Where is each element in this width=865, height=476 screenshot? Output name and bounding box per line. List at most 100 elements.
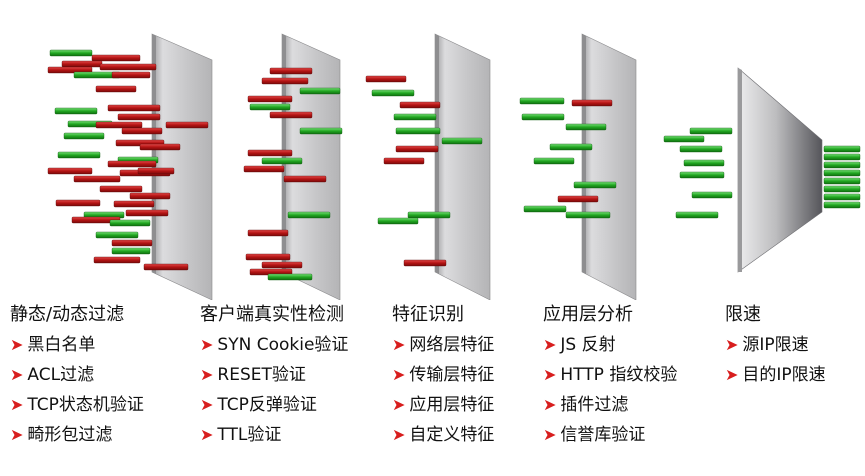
stage-item-tcp-rebound: ➤TCP反弹验证 <box>200 390 348 420</box>
malicious-packet-bar <box>125 209 169 217</box>
arrow-icon: ➤ <box>10 395 24 414</box>
arrow-icon: ➤ <box>725 365 739 384</box>
arrow-icon: ➤ <box>392 335 406 354</box>
malicious-packet-bar <box>47 66 93 74</box>
arrow-icon: ➤ <box>10 425 24 444</box>
item-label: TTL验证 <box>217 425 282 445</box>
filter-panel-1 <box>151 33 213 300</box>
legit-packet-bar <box>549 143 593 151</box>
malicious-packet-bar <box>91 54 141 62</box>
legit-packet-bar <box>95 231 139 239</box>
malicious-packet-bar <box>571 99 613 107</box>
stage-title: 静态/动态过滤 <box>10 304 125 325</box>
arrow-icon: ➤ <box>200 335 214 354</box>
malicious-packet-bar <box>47 167 93 175</box>
item-label: TCP状态机验证 <box>27 395 144 415</box>
stage-item-reputation: ➤信誉库验证 <box>543 420 677 450</box>
malicious-packet-bar <box>99 185 143 193</box>
rate-limit-funnel <box>737 67 823 273</box>
stage-title: 客户端真实性检测 <box>200 304 344 325</box>
filter-panel-4 <box>581 33 637 300</box>
legit-packet-bar <box>371 89 415 97</box>
malicious-packet-bar <box>365 75 407 83</box>
filter-panel-4-edge <box>582 34 586 274</box>
item-label: 信誉库验证 <box>560 425 646 445</box>
arrow-icon: ➤ <box>200 365 214 384</box>
legit-packet-bar <box>441 137 483 145</box>
malicious-packet-bar <box>283 175 327 183</box>
legit-packet-bar <box>689 127 733 135</box>
arrow-icon: ➤ <box>392 425 406 444</box>
arrow-icon: ➤ <box>10 365 24 384</box>
legit-packet-bar <box>565 211 611 219</box>
malicious-packet-bar <box>395 145 439 153</box>
malicious-packet-bar <box>107 160 157 168</box>
malicious-packet-bar <box>95 121 143 129</box>
legit-packet-bar <box>823 201 861 209</box>
stage-item-blacklist: ➤黑白名单 <box>10 330 144 360</box>
legit-packet-bar <box>691 191 733 199</box>
malicious-packet-bar <box>165 121 209 129</box>
rate-limit-funnel-edge <box>738 68 742 272</box>
legit-packet-bar <box>533 157 575 165</box>
stage-client-authenticity: 客户端真实性检测 ➤SYN Cookie验证 ➤RESET验证 ➤TCP反弹验证… <box>200 300 348 450</box>
legit-packet-bar <box>109 219 151 227</box>
legit-packet-bar <box>573 181 617 189</box>
malicious-packet-bar <box>383 157 425 165</box>
item-label: 插件过滤 <box>560 395 629 415</box>
stage-feature-recognition: 特征识别 ➤网络层特征 ➤传输层特征 ➤应用层特征 ➤自定义特征 <box>392 300 494 450</box>
legit-packet-bar <box>261 157 303 165</box>
item-label: HTTP 指纹校验 <box>560 365 678 385</box>
arrow-icon: ➤ <box>200 425 214 444</box>
legit-packet-bar <box>249 103 291 111</box>
malicious-packet-bar <box>245 253 291 261</box>
arrow-icon: ➤ <box>392 395 406 414</box>
stage-item-http-fingerprint: ➤HTTP 指纹校验 <box>543 360 677 390</box>
stage-rate-limit: 限速 ➤源IP限速 ➤目的IP限速 <box>725 300 826 390</box>
item-label: 自定义特征 <box>409 425 495 445</box>
item-label: SYN Cookie验证 <box>217 335 349 355</box>
stage-item-tcp-state: ➤TCP状态机验证 <box>10 390 144 420</box>
item-label: 传输层特征 <box>409 365 495 385</box>
legit-packet-bar <box>377 217 419 225</box>
stage-item-acl: ➤ACL过滤 <box>10 360 144 390</box>
malicious-packet-bar <box>403 259 447 267</box>
legit-packet-bar <box>521 113 565 121</box>
stage-application-analysis: 应用层分析 ➤JS 反射 ➤HTTP 指纹校验 ➤插件过滤 ➤信誉库验证 <box>543 300 677 450</box>
legit-packet-bar <box>679 171 725 179</box>
malicious-packet-bar <box>269 67 313 75</box>
traffic-packets <box>47 49 861 281</box>
malicious-packet-bar <box>117 113 161 121</box>
legit-packet-bar <box>679 145 723 153</box>
item-label: 网络层特征 <box>409 335 495 355</box>
malicious-packet-bar <box>99 63 157 71</box>
stage-item-reset: ➤RESET验证 <box>200 360 348 390</box>
legit-packet-bar <box>663 135 705 143</box>
stage-item-syn-cookie: ➤SYN Cookie验证 <box>200 330 348 360</box>
legit-packet-bar <box>519 97 565 105</box>
malicious-packet-bar <box>95 85 137 93</box>
item-label: TCP反弹验证 <box>217 395 317 415</box>
legit-packet-bar <box>823 161 861 169</box>
legit-packet-bar <box>823 177 861 185</box>
malicious-packet-bar <box>247 95 293 103</box>
malicious-packet-bar <box>73 175 121 183</box>
stage-item-custom: ➤自定义特征 <box>392 420 494 450</box>
legit-packet-bar <box>823 145 861 153</box>
item-label: 目的IP限速 <box>742 365 826 385</box>
malicious-packet-bar <box>247 229 289 237</box>
legit-packet-bar <box>299 127 343 135</box>
legit-packet-bar <box>49 49 93 57</box>
malicious-packet-bar <box>137 167 175 175</box>
arrow-icon: ➤ <box>543 365 557 384</box>
stage-item-dest-ip: ➤目的IP限速 <box>725 360 826 390</box>
legit-packet-bar <box>823 169 861 177</box>
legit-packet-bar <box>523 205 567 213</box>
malicious-packet-bar <box>129 192 171 200</box>
stage-item-malformed: ➤畸形包过滤 <box>10 420 144 450</box>
legit-packet-bar <box>683 159 725 167</box>
arrow-icon: ➤ <box>10 335 24 354</box>
item-label: RESET验证 <box>217 365 306 385</box>
item-label: 黑白名单 <box>27 335 96 355</box>
stage-item-source-ip: ➤源IP限速 <box>725 330 826 360</box>
